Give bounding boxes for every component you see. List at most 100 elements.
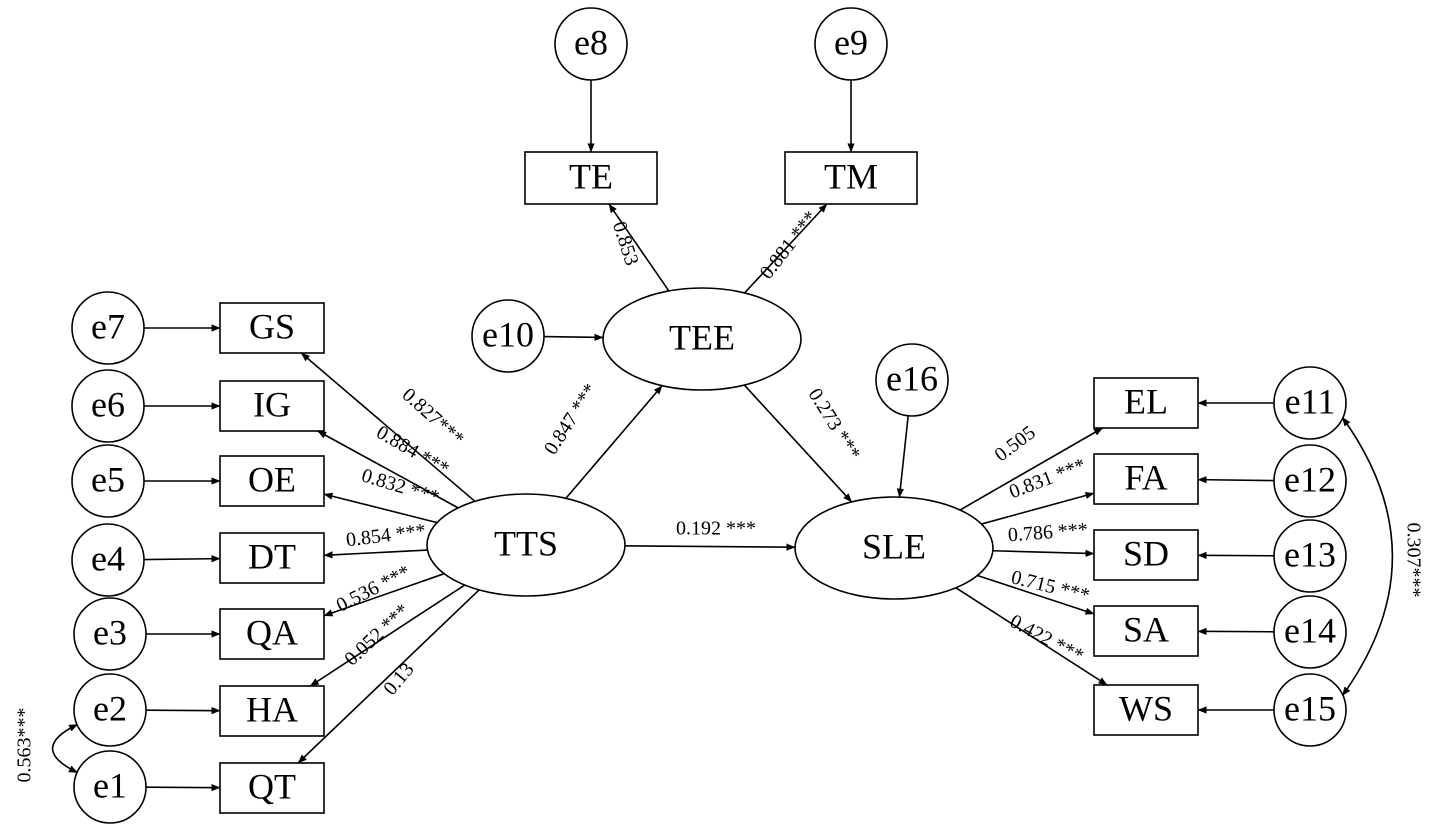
node-label-e4: e4 [91, 538, 125, 578]
path-TTS-TEE [565, 385, 663, 499]
path-coefficient-SLE-FA: 0.831 *** [1006, 454, 1089, 503]
path-e12-FA [1197, 476, 1275, 484]
node-label-DT: DT [248, 536, 296, 576]
path-e10-TEE [543, 333, 604, 341]
node-SLE: SLE [794, 496, 994, 600]
path-TTS-IG [317, 430, 459, 509]
latent-variable-ellipse-TTS [426, 493, 626, 597]
error-term-circle-e11 [1273, 366, 1347, 440]
observed-variable-box-EL [1093, 377, 1199, 429]
error-term-circle-e12 [1273, 444, 1347, 518]
node-label-GS: GS [249, 306, 295, 346]
path-coefficient-SLE-WS: 0.422 *** [1006, 610, 1087, 667]
node-label-e5: e5 [91, 459, 125, 499]
path-TTS-OE [323, 492, 438, 524]
covariance-label-e11-e15: 0.307*** [1402, 523, 1424, 598]
path-coefficient-TEE-TE: 0.853 [608, 219, 643, 269]
node-e4: e4 [71, 523, 145, 597]
latent-variable-ellipse-TEE [602, 287, 802, 391]
node-DT: DT [219, 532, 325, 584]
node-SD: SD [1093, 529, 1199, 581]
path-coefficient-SLE-SD: 0.786 *** [1007, 519, 1088, 547]
path-coefficient-SLE-SA: 0.715 *** [1009, 566, 1092, 607]
node-label-e1: e1 [93, 765, 127, 805]
node-label-e8: e8 [574, 22, 608, 62]
node-label-EL: EL [1124, 381, 1168, 421]
path-TTS-SLE [624, 543, 796, 551]
node-label-FA: FA [1124, 457, 1167, 497]
path-e16-SLE [896, 415, 909, 498]
error-term-circle-e9 [814, 7, 888, 81]
node-e3: e3 [73, 597, 147, 671]
edges-layer [51, 80, 1394, 792]
path-SLE-FA [981, 492, 1095, 525]
node-IG: IG [219, 380, 325, 432]
node-e9: e9 [814, 7, 888, 81]
node-label-QT: QT [248, 766, 296, 806]
node-label-e16: e16 [886, 358, 938, 398]
error-term-circle-e5 [71, 444, 145, 518]
node-e16: e16 [875, 343, 949, 417]
observed-variable-box-SD [1093, 529, 1199, 581]
error-term-circle-e7 [71, 291, 145, 365]
path-SLE-SA [977, 574, 1095, 615]
node-e2: e2 [73, 673, 147, 747]
error-term-circle-e6 [71, 369, 145, 443]
node-label-OE: OE [248, 459, 296, 499]
path-coefficient-SLE-EL: 0.505 [991, 422, 1040, 467]
observed-variable-box-FA [1093, 453, 1199, 505]
node-EL: EL [1093, 377, 1199, 429]
node-e12: e12 [1273, 444, 1347, 518]
node-label-IG: IG [253, 384, 291, 424]
latent-variable-ellipse-SLE [794, 496, 994, 600]
path-coefficient-TTS-SLE: 0.192 *** [676, 518, 756, 540]
node-label-HA: HA [246, 689, 298, 729]
path-TTS-HA [309, 584, 466, 687]
node-e7: e7 [71, 291, 145, 365]
node-label-e12: e12 [1284, 459, 1336, 499]
observed-variable-box-WS [1093, 684, 1199, 736]
node-e14: e14 [1273, 595, 1347, 669]
node-FA: FA [1093, 453, 1199, 505]
node-label-TEE: TEE [669, 317, 735, 357]
error-term-circle-e14 [1273, 595, 1347, 669]
node-e10: e10 [471, 299, 545, 373]
node-OE: OE [219, 455, 325, 507]
observed-variable-box-TE [524, 151, 658, 205]
error-term-circle-e16 [875, 343, 949, 417]
path-TTS-GS [300, 352, 476, 502]
node-label-e2: e2 [93, 688, 127, 728]
node-HA: HA [219, 685, 325, 737]
path-TTS-QA [323, 572, 445, 617]
node-QT: QT [219, 762, 325, 814]
observed-variable-box-HA [219, 685, 325, 737]
node-label-TE: TE [569, 156, 613, 196]
node-TM: TM [784, 151, 918, 205]
error-term-circle-e2 [73, 673, 147, 747]
node-GS: GS [219, 302, 325, 354]
node-label-e9: e9 [834, 22, 868, 62]
path-SLE-EL [959, 427, 1103, 511]
node-e1: e1 [73, 750, 147, 824]
node-SA: SA [1093, 605, 1199, 657]
node-TEE: TEE [602, 287, 802, 391]
error-term-circle-e1 [73, 750, 147, 824]
observed-variable-box-QT [219, 762, 325, 814]
node-e11: e11 [1273, 366, 1347, 440]
node-label-e11: e11 [1285, 381, 1336, 421]
node-label-e7: e7 [91, 306, 125, 346]
node-WS: WS [1093, 684, 1199, 736]
path-coefficient-TTS-QT: 0.13 [379, 659, 418, 700]
node-label-e15: e15 [1284, 688, 1336, 728]
node-TE: TE [524, 151, 658, 205]
error-term-circle-e4 [71, 523, 145, 597]
path-SLE-SD [992, 549, 1095, 557]
covariance-label-e1-e2: 0.563*** [14, 708, 36, 783]
observed-variable-box-SA [1093, 605, 1199, 657]
node-e15: e15 [1273, 673, 1347, 747]
path-coefficient-TTS-DT: 0.854 *** [345, 520, 427, 552]
node-label-e3: e3 [93, 612, 127, 652]
path-e4-DT [143, 555, 221, 563]
node-QA: QA [219, 608, 325, 660]
